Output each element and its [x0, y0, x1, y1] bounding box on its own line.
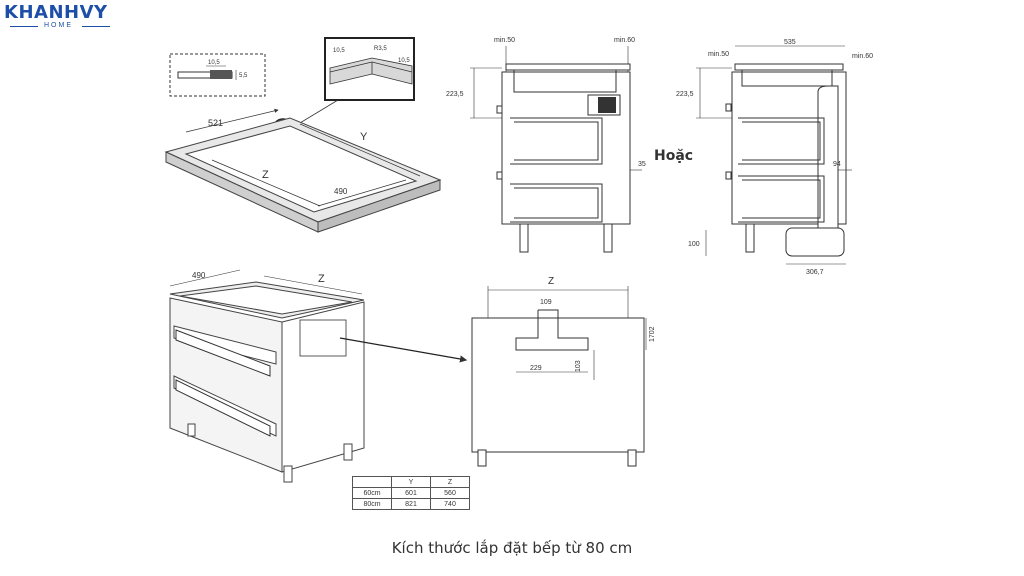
s2-306: 306,7 [806, 269, 824, 276]
logo-line-right [82, 26, 110, 27]
cutout-z-label: Z [262, 169, 269, 181]
cutout-y-label: Y [360, 131, 368, 143]
s2-94: 94 [833, 161, 841, 168]
s1-min60: min.60 [614, 37, 635, 44]
table-header-row: Y Z [352, 476, 470, 488]
detail-dim-d: 10,5 [398, 58, 410, 64]
s2-100: 100 [688, 241, 700, 248]
cutout-depth-label: 490 [334, 187, 348, 196]
table-header-cell: Z [430, 476, 470, 488]
detail-inset-corner: 10,5 R3,5 10,5 [324, 37, 415, 101]
cutout-frame: 521 Y Z 490 [164, 108, 442, 233]
table-cell: 80cm [352, 498, 392, 510]
cabinet-arrow [339, 337, 468, 363]
alternative-label: Hoặc [654, 148, 694, 164]
s1-height: 223,5 [446, 91, 464, 98]
detail-inset-small: 10,5 5,5 [169, 53, 266, 97]
table-header-cell [352, 476, 392, 488]
back-109: 109 [540, 299, 552, 306]
table-cell: 821 [391, 498, 431, 510]
detail-dim-r: R3,5 [374, 46, 387, 52]
table-row: 80cm 821 740 [352, 498, 470, 510]
back-z: Z [548, 276, 554, 287]
section-view-2: 535 min.50 min.60 223,5 94 100 306,7 [676, 39, 873, 276]
detail-dim-c: 10,5 [333, 48, 345, 54]
table-cell: 560 [430, 487, 470, 499]
back-view: Z 109 1702 229 103 [471, 276, 656, 467]
section-view-1: min.50 min.60 223,5 35 [446, 37, 646, 253]
logo-line-left [10, 26, 38, 27]
table-cell: 60cm [352, 487, 392, 499]
brand-logo: KHANHVY HOME [4, 2, 134, 32]
dimension-table: Y Z 60cm 601 560 80cm 821 740 [352, 476, 470, 510]
table-cell: 601 [391, 487, 431, 499]
s2-min50: min.50 [708, 51, 729, 58]
back-103: 103 [575, 360, 582, 372]
logo-name: KHANHVY [4, 2, 108, 23]
detail-dim-a: 10,5 [208, 60, 220, 66]
back-229: 229 [530, 365, 542, 372]
s1-min50: min.50 [494, 37, 515, 44]
s2-min60: min.60 [852, 53, 873, 60]
s2-535: 535 [784, 39, 796, 46]
cabinet-iso: 490 Z [169, 269, 365, 483]
back-1702: 1702 [649, 326, 656, 342]
logo-sub: HOME [44, 22, 73, 29]
cab-z: Z [318, 273, 325, 285]
cab-490: 490 [192, 271, 206, 280]
s2-height: 223,5 [676, 91, 694, 98]
table-cell: 740 [430, 498, 470, 510]
detail-dim-b: 5,5 [239, 73, 248, 79]
diagram-caption: Kích thước lắp đặt bếp từ 80 cm [391, 539, 633, 557]
cutout-width-label: 521 [208, 118, 223, 128]
table-header-cell: Y [391, 476, 431, 488]
table-row: 60cm 601 560 [352, 487, 470, 499]
s1-35: 35 [638, 161, 646, 168]
